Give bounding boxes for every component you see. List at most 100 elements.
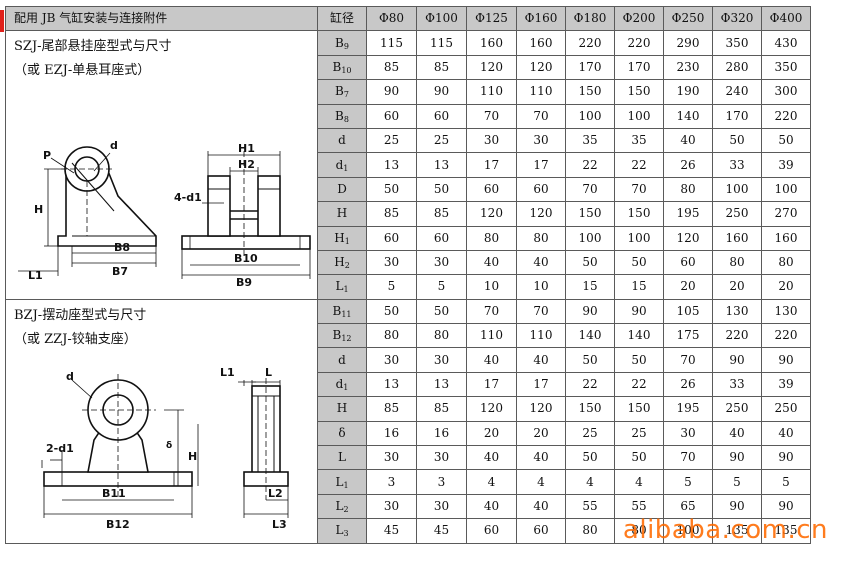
dimension-symbol: B7 — [317, 79, 367, 105]
value-cell: 250 — [712, 201, 762, 227]
value-cell: 25 — [366, 127, 417, 154]
value-cell: 100 — [565, 225, 615, 251]
value-cell: 80 — [565, 518, 615, 544]
value-cell: 40 — [516, 445, 566, 471]
value-cell: 100 — [712, 176, 762, 203]
value-cell: 40 — [516, 347, 566, 373]
value-cell: 25 — [614, 420, 664, 447]
value-cell: 80 — [516, 225, 566, 251]
value-cell: 35 — [565, 127, 615, 154]
value-cell: 13 — [416, 152, 467, 178]
fig-label: d — [110, 139, 118, 152]
value-cell: 220 — [712, 323, 762, 349]
fig-label: B9 — [236, 276, 252, 289]
value-cell: 30 — [416, 445, 467, 471]
value-cell: 195 — [663, 201, 713, 227]
value-cell: 270 — [761, 201, 811, 227]
value-cell: 150 — [614, 396, 664, 422]
dimension-symbol: d1 — [317, 371, 367, 398]
value-cell: 25 — [565, 420, 615, 447]
value-cell: 40 — [663, 127, 713, 154]
fig-label: d — [66, 370, 74, 383]
value-cell: 30 — [516, 127, 566, 154]
bore-header: Φ160 — [516, 5, 566, 32]
fig-label: L1 — [220, 366, 235, 379]
value-cell: 90 — [366, 79, 417, 105]
value-cell: 13 — [416, 371, 467, 398]
value-cell: 50 — [761, 127, 811, 154]
value-cell: 50 — [614, 445, 664, 471]
value-cell: 160 — [516, 30, 566, 56]
watermark: alibaba.com.cn — [622, 515, 828, 545]
figure-caption: （或 EZJ-单悬耳座式） — [14, 63, 151, 79]
value-cell: 80 — [416, 323, 467, 349]
value-cell: 60 — [663, 249, 713, 276]
red-marker — [0, 10, 4, 32]
bore-header: Φ200 — [614, 5, 664, 32]
fig-label: δ — [166, 441, 172, 451]
figure-bzj: BZJ-摆动座型式与尺寸 （或 ZZJ-铰轴支座） — [7, 300, 317, 542]
value-cell: 120 — [663, 225, 713, 251]
value-cell: 70 — [516, 103, 566, 129]
value-cell: 130 — [712, 298, 762, 325]
value-cell: 150 — [565, 201, 615, 227]
bore-header: Φ250 — [663, 5, 713, 32]
value-cell: 120 — [516, 396, 566, 422]
value-cell: 5 — [663, 469, 713, 495]
value-cell: 17 — [466, 371, 517, 398]
value-cell: 170 — [565, 54, 615, 81]
value-cell: 30 — [366, 347, 417, 373]
value-cell: 170 — [712, 103, 762, 129]
dimension-symbol: D — [317, 176, 367, 203]
value-cell: 150 — [614, 201, 664, 227]
value-cell: 150 — [614, 79, 664, 105]
value-cell: 80 — [712, 249, 762, 276]
value-cell: 80 — [366, 323, 417, 349]
fig-label: B11 — [102, 487, 126, 500]
value-cell: 85 — [366, 201, 417, 227]
dimension-symbol: H1 — [317, 225, 367, 251]
value-cell: 20 — [663, 274, 713, 300]
value-cell: 120 — [466, 54, 517, 81]
value-cell: 85 — [366, 396, 417, 422]
table-title: 配用 JB 气缸安装与连接附件 — [5, 5, 318, 32]
fig-label: H1 — [238, 142, 255, 155]
value-cell: 16 — [366, 420, 417, 447]
value-cell: 100 — [565, 103, 615, 129]
value-cell: 80 — [663, 176, 713, 203]
value-cell: 300 — [761, 79, 811, 105]
value-cell: 110 — [516, 79, 566, 105]
dimension-symbol: B10 — [317, 54, 367, 81]
dimension-symbol: H — [317, 396, 367, 422]
value-cell: 160 — [761, 225, 811, 251]
value-cell: 170 — [614, 54, 664, 81]
fig-label: B8 — [114, 241, 130, 254]
value-cell: 15 — [614, 274, 664, 300]
value-cell: 220 — [565, 30, 615, 56]
value-cell: 115 — [366, 30, 417, 56]
value-cell: 80 — [614, 518, 664, 544]
fig-label: H — [188, 450, 197, 463]
value-cell: 26 — [663, 152, 713, 178]
value-cell: 50 — [366, 298, 417, 325]
header-row: 配用 JB 气缸安装与连接附件 缸径 Φ80 Φ100 Φ125 Φ160 Φ1… — [5, 5, 811, 32]
value-cell: 430 — [761, 30, 811, 56]
bore-header: Φ400 — [761, 5, 811, 32]
value-cell: 30 — [416, 347, 467, 373]
value-cell: 50 — [416, 176, 467, 203]
dimension-symbol: B8 — [317, 103, 367, 129]
value-cell: 20 — [761, 274, 811, 300]
value-cell: 120 — [466, 201, 517, 227]
value-cell: 175 — [663, 323, 713, 349]
szj-drawing: P d H B8 B7 L1 — [18, 139, 311, 289]
value-cell: 90 — [565, 298, 615, 325]
value-cell: 40 — [761, 420, 811, 447]
